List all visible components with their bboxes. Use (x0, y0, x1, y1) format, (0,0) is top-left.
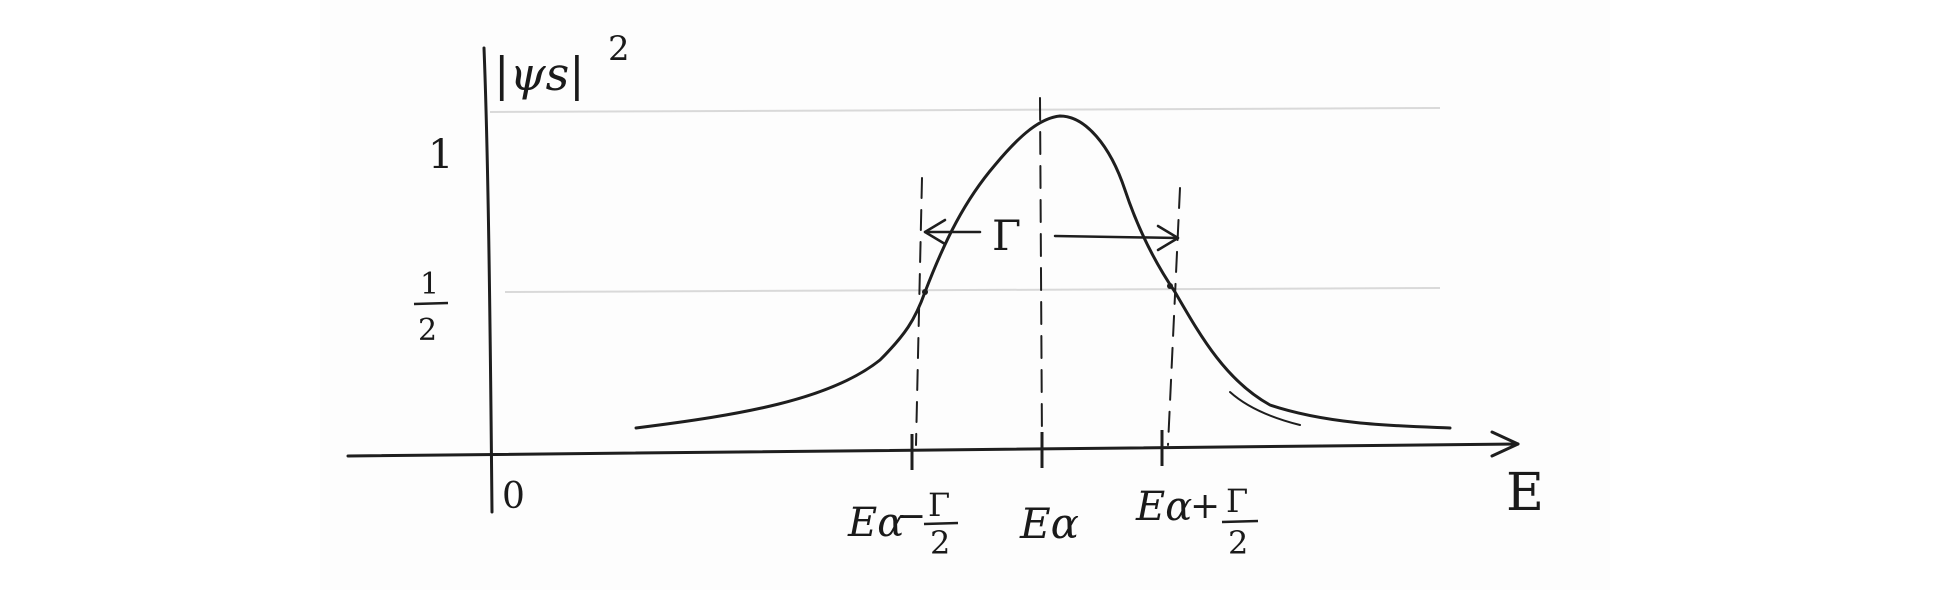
width-arrow-right-head (1156, 224, 1180, 252)
lorentzian-curve (634, 114, 1452, 430)
y-axis-label: |ψs| (494, 47, 585, 101)
x-axis-arrowhead (1490, 430, 1520, 458)
x-tick-right-operator: + (1190, 486, 1220, 527)
half-max-point-right (1167, 283, 1173, 289)
y-tick-half-denominator: 2 (418, 313, 437, 348)
right-half-width-line (1167, 187, 1181, 446)
x-axis (346, 442, 1520, 458)
y-axis-label-exponent: 2 (608, 29, 630, 69)
y-tick-half-bar (413, 301, 449, 306)
x-tick-left-numerator: Γ (928, 486, 950, 524)
x-tick-left-denominator: 2 (930, 524, 950, 562)
x-axis-label: E (1506, 463, 1544, 523)
guide-line-one (489, 107, 1441, 113)
x-tick-right-numerator: Γ (1226, 482, 1248, 520)
origin-label: 0 (502, 476, 525, 517)
half-max-point-left (922, 289, 928, 295)
y-tick-half-numerator: 1 (420, 267, 439, 302)
center-guide-line (1039, 97, 1043, 446)
x-tick-center-label: Eα (1019, 499, 1079, 548)
x-tick-left-base: Eα (847, 500, 904, 546)
y-axis (482, 46, 494, 514)
x-tick-right-fraction-bar (1221, 519, 1259, 524)
width-arrow-left-head (923, 218, 947, 246)
curve-left-tail-stroke (1229, 391, 1301, 426)
y-tick-one: 1 (428, 132, 453, 178)
guide-line-half (504, 287, 1441, 293)
x-tick-left-fraction-bar (923, 521, 959, 526)
width-arrow-right (1053, 234, 1180, 240)
width-label: Γ (992, 211, 1021, 260)
x-tick-left-operator: − (896, 496, 926, 537)
paper-background (320, 0, 1610, 590)
left-half-width-line (915, 177, 923, 446)
x-tick-right-base: Eα (1135, 484, 1192, 530)
x-tick-right-denominator: 2 (1228, 524, 1248, 562)
